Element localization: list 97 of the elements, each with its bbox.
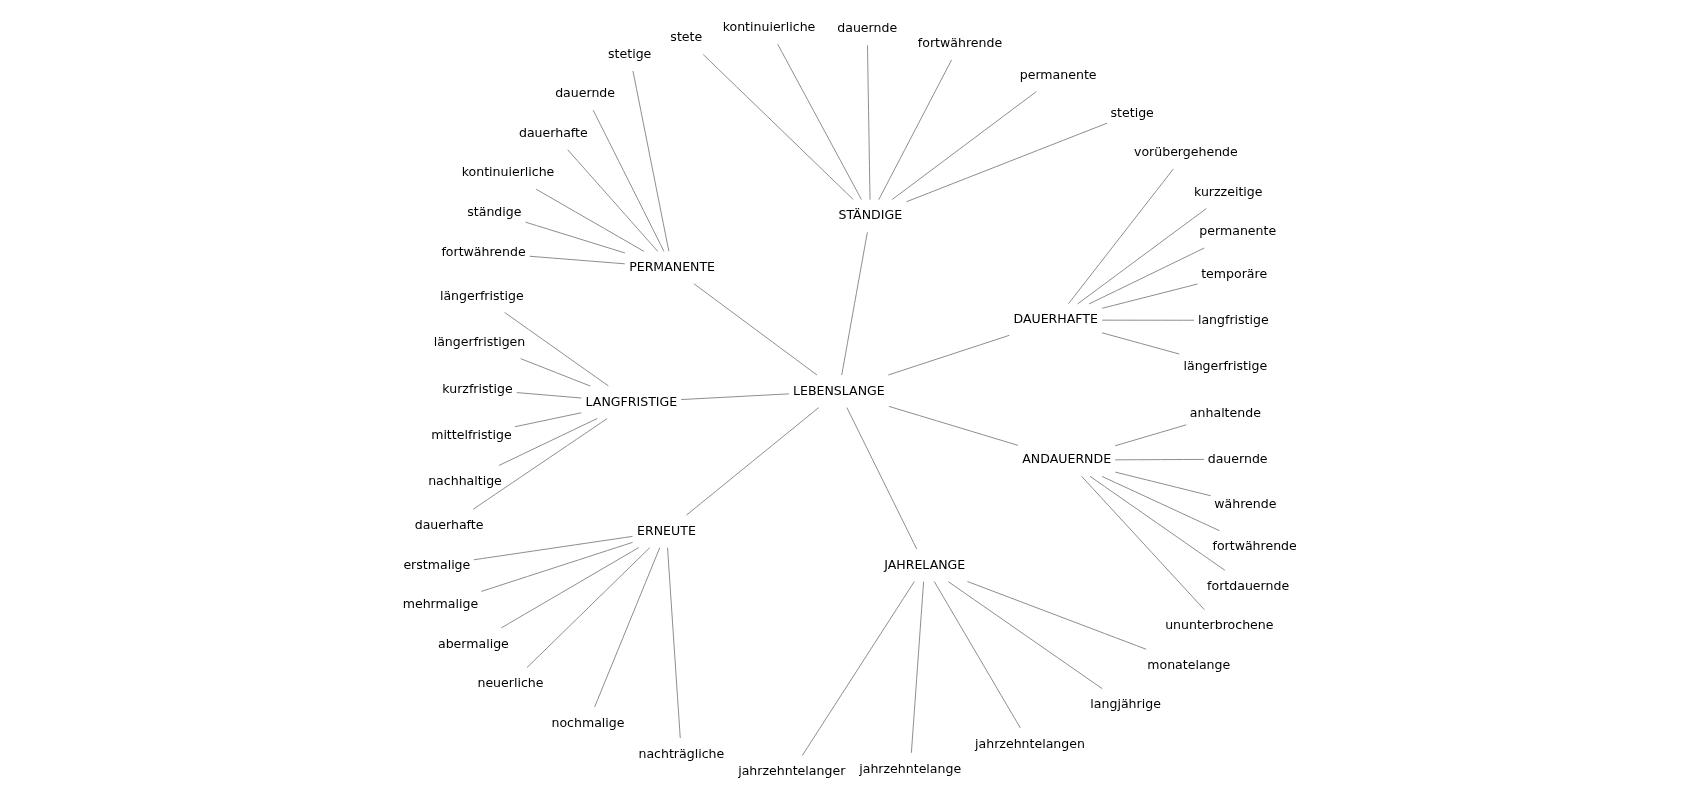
node-text: ANDAUERNDE — [1022, 451, 1112, 467]
connector — [1068, 168, 1174, 305]
connector — [500, 547, 640, 629]
node-text: mehrmalige — [402, 596, 479, 612]
connector — [846, 407, 918, 550]
node-text: fortwährende — [917, 35, 1003, 51]
connector — [1088, 247, 1205, 305]
connector — [878, 59, 952, 201]
node-text: erstmalige — [403, 556, 471, 572]
node-text: ERNEUTE — [637, 522, 696, 538]
connector — [525, 221, 626, 254]
node-text: kurzfristige — [442, 380, 513, 396]
connector — [887, 334, 1010, 376]
connector — [594, 547, 661, 708]
connector — [473, 535, 634, 561]
connector — [801, 581, 915, 756]
node-text: jahrzehntelangen — [975, 735, 1085, 751]
node-text: jahrzehntelanger — [738, 763, 846, 779]
connector — [910, 581, 925, 754]
connector — [1114, 424, 1187, 447]
node-text: STÄNDIGE — [838, 207, 903, 223]
connector — [933, 581, 1021, 729]
node-text: LANGFRISTIGE — [585, 393, 678, 409]
connector — [891, 91, 1037, 200]
connector — [1114, 458, 1205, 461]
node-text: stetige — [608, 45, 652, 61]
connector — [905, 122, 1108, 203]
node-text: ununterbrochene — [1165, 617, 1274, 633]
node-text: temporäre — [1201, 266, 1268, 282]
node-text: längerfristige — [1183, 357, 1268, 373]
connector — [1081, 475, 1205, 611]
node-text: abermalige — [437, 635, 509, 651]
connector — [867, 44, 871, 201]
connector — [526, 547, 651, 668]
node-text: kurzzeitige — [1194, 183, 1263, 199]
node-text: DAUERHAFTE — [1013, 311, 1098, 327]
node-text: ständige — [467, 203, 522, 219]
connector — [967, 581, 1147, 650]
node-text: monatelange — [1147, 656, 1231, 672]
connector — [567, 149, 659, 252]
connector — [529, 255, 626, 265]
connector — [632, 70, 670, 252]
connector — [1101, 475, 1220, 532]
node-text: permanente — [1199, 223, 1277, 239]
node-text: anhaltende — [1189, 404, 1261, 420]
node-text: jahrzehntelange — [859, 760, 962, 776]
connector — [514, 412, 582, 428]
node-text: währende — [1214, 495, 1277, 511]
connector — [516, 392, 582, 399]
node-text: mittelfristige — [431, 427, 512, 443]
connector — [685, 407, 820, 516]
node-text: fortdauernde — [1207, 577, 1290, 593]
connector — [1101, 283, 1198, 309]
node-text: vorübergehende — [1133, 144, 1238, 160]
connector — [1114, 471, 1212, 497]
node-text: längerfristigen — [433, 333, 526, 349]
node-text: neuerliche — [477, 675, 544, 691]
connector — [777, 43, 862, 201]
node-text: kontinuierliche — [461, 164, 555, 180]
node-text: nachträgliche — [638, 745, 725, 761]
connector — [1077, 208, 1207, 305]
node-text: langfristige — [1197, 311, 1269, 327]
node-text: nochmalige — [551, 714, 625, 730]
connector — [1101, 332, 1180, 355]
connector — [1101, 319, 1195, 321]
node-text: dauernde — [555, 85, 616, 101]
connector — [841, 231, 868, 376]
node-text: JAHRELANGE — [884, 556, 966, 572]
connector — [702, 54, 854, 200]
node-text: stete — [670, 29, 703, 45]
connector — [680, 393, 790, 400]
node-text: dauernde — [837, 20, 898, 36]
node-text: längerfristige — [439, 287, 524, 303]
connector — [592, 109, 665, 252]
node-text: LEBENSLANGE — [792, 382, 885, 398]
connector — [535, 188, 645, 252]
node-text: PERMANENTE — [629, 258, 716, 274]
node-text: stetige — [1110, 104, 1154, 120]
node-text: kontinuierliche — [722, 19, 816, 35]
connector — [693, 283, 818, 376]
node-text: fortwährende — [1212, 538, 1297, 554]
connector — [504, 312, 609, 387]
node-text: permanente — [1019, 66, 1097, 82]
connector — [1089, 475, 1226, 571]
node-text: dauernde — [1207, 450, 1268, 466]
connector — [888, 405, 1019, 446]
node-text: dauerhafte — [414, 516, 484, 532]
connector — [520, 358, 591, 387]
connector — [947, 581, 1103, 690]
connector — [472, 418, 608, 510]
node-text: langjährige — [1090, 696, 1161, 712]
connector — [498, 418, 598, 466]
node-text: nachhaltige — [428, 473, 502, 489]
connector — [667, 547, 681, 739]
node-text: dauerhafte — [518, 124, 588, 140]
connector — [480, 541, 634, 592]
node-text: fortwährende — [441, 243, 526, 259]
